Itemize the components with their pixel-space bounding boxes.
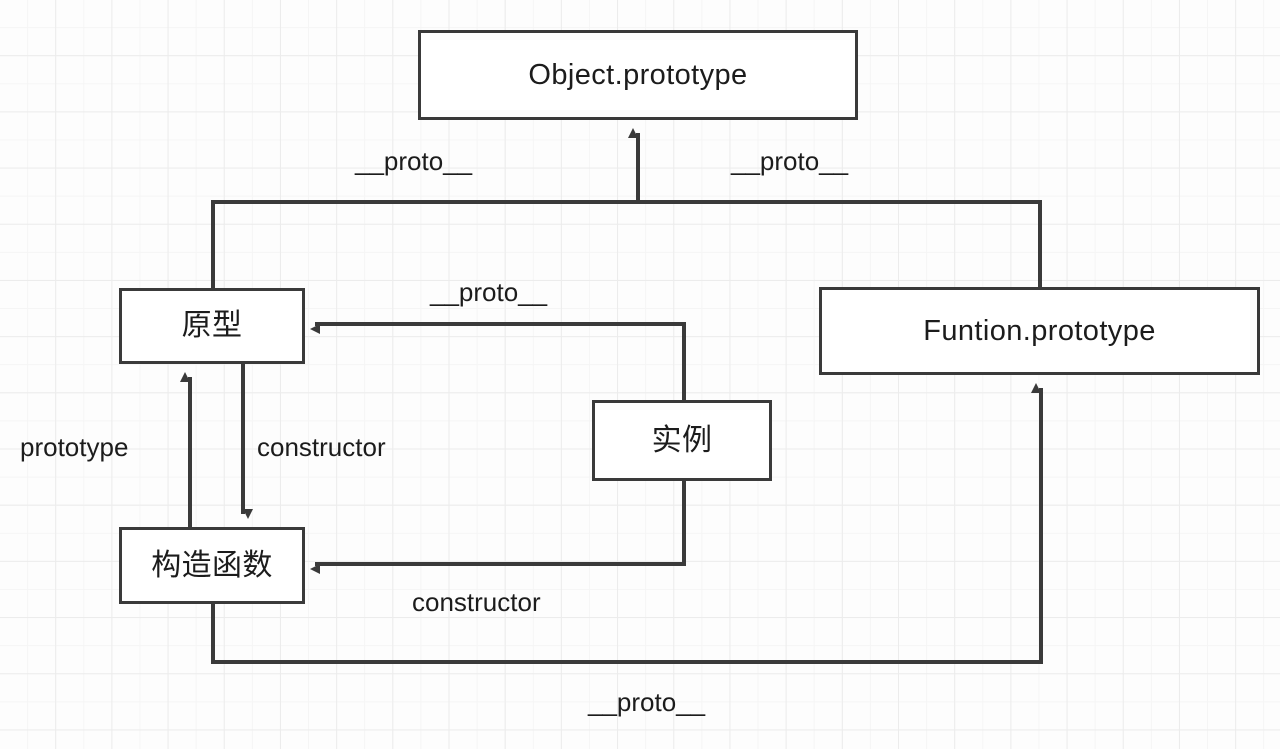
node-object-prototype-label: Object.prototype [528, 58, 748, 91]
node-instance[interactable]: 实例 [592, 400, 772, 481]
node-instance-label: 实例 [651, 423, 713, 457]
node-prototype[interactable]: 原型 [119, 288, 305, 364]
edge-label-proto-prototype-to-object: __proto__ [355, 146, 473, 176]
node-prototype-label: 原型 [181, 309, 243, 342]
edge-instance-to-constructor [310, 481, 686, 574]
edge-instance-to-prototype [310, 322, 686, 400]
node-constructor-label: 构造函数 [151, 548, 273, 582]
edge-label-prototype-link: prototype [20, 432, 129, 462]
edge-label-proto-constructor-to-function: __proto__ [588, 687, 706, 717]
edge-constructor-to-function-prototype [211, 383, 1043, 664]
edge-label-proto-instance-to-prototype: __proto__ [430, 277, 548, 307]
node-constructor[interactable]: 构造函数 [119, 527, 305, 604]
edge-proto-bus-to-object-prototype [211, 128, 1042, 288]
edge-label-constructor-link: constructor [257, 432, 386, 462]
node-function-prototype[interactable]: Funtion.prototype [819, 287, 1260, 375]
node-object-prototype[interactable]: Object.prototype [418, 30, 858, 120]
node-function-prototype-label: Funtion.prototype [923, 314, 1156, 347]
edge-label-proto-function-to-object: __proto__ [731, 146, 849, 176]
edge-label-constructor-instance-link: constructor [412, 587, 541, 617]
